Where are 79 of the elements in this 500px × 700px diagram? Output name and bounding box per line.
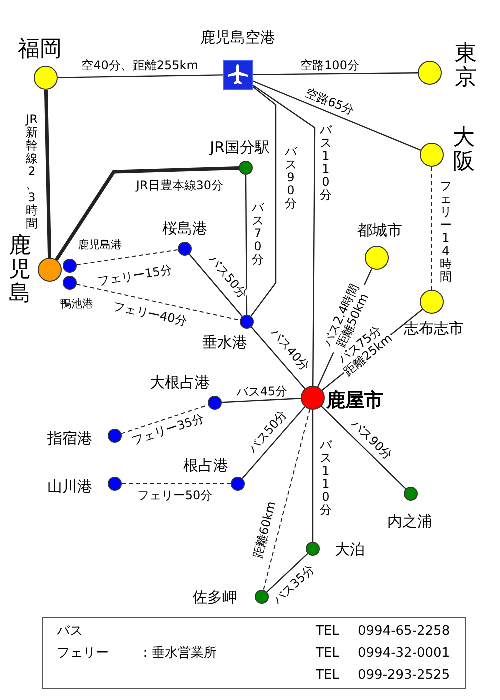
place-label: 志布志市 bbox=[404, 322, 464, 336]
route-line bbox=[252, 80, 422, 151]
route-line bbox=[245, 175, 248, 315]
place-label: 大阪 bbox=[452, 126, 476, 174]
place-dot bbox=[38, 258, 62, 282]
place-label: 桜島港 bbox=[162, 222, 208, 236]
place-dot bbox=[301, 386, 325, 410]
place-label: 都城市 bbox=[358, 224, 402, 238]
place-dot bbox=[34, 66, 58, 90]
table-text: 0994-32-0001 bbox=[358, 646, 450, 662]
route-line bbox=[266, 553, 308, 593]
table-text: TEL bbox=[316, 624, 340, 640]
place-dot bbox=[231, 477, 245, 491]
edge-label: バス70分 bbox=[250, 202, 266, 266]
place-dot bbox=[255, 590, 269, 604]
edge-label: フェリー50分 bbox=[136, 490, 214, 502]
edge-label: バス110分 bbox=[318, 439, 334, 517]
edge-label: JR新幹線2、3時間 bbox=[24, 114, 40, 230]
place-label: 鹿屋市 bbox=[326, 392, 384, 410]
place-label: 内之浦 bbox=[388, 514, 432, 530]
place-dot bbox=[418, 61, 442, 85]
rail-line bbox=[44, 90, 52, 258]
table-text: 0994-65-2258 bbox=[358, 624, 450, 640]
edge-label: JR日豊本線30分 bbox=[135, 180, 225, 192]
place-dot bbox=[108, 477, 122, 491]
edge-label: フェリー15分 bbox=[96, 264, 174, 288]
place-dot bbox=[420, 290, 444, 314]
place-dot bbox=[63, 276, 77, 290]
table-text: 099-293-2525 bbox=[358, 668, 450, 684]
place-dot bbox=[239, 161, 253, 175]
place-dot bbox=[208, 396, 222, 410]
edge-label: バス90分 bbox=[283, 146, 299, 210]
edge-label: バス45分 bbox=[235, 385, 289, 399]
place-label: 鹿児島港 bbox=[78, 240, 122, 250]
edge-label: フェリー14時間 bbox=[438, 180, 454, 284]
route-line bbox=[189, 254, 243, 318]
edge-label: 空40分、距離255km bbox=[80, 60, 200, 72]
rail-line bbox=[55, 166, 240, 261]
route-line bbox=[242, 406, 306, 480]
route-line bbox=[312, 410, 314, 542]
dashed-route-line bbox=[263, 409, 310, 591]
table-text: TEL bbox=[316, 646, 340, 662]
route-line bbox=[253, 72, 418, 76]
place-label: 根占港 bbox=[184, 458, 228, 474]
place-label: 大泊 bbox=[335, 542, 365, 558]
place-label: 東京 bbox=[454, 42, 478, 90]
place-dot bbox=[365, 246, 389, 270]
place-dot bbox=[420, 143, 444, 167]
place-dot bbox=[240, 315, 254, 329]
place-dot bbox=[306, 542, 320, 556]
place-label: 大根占港 bbox=[150, 376, 210, 390]
route-line bbox=[58, 74, 223, 78]
place-label: 指宿港 bbox=[48, 432, 92, 446]
table-text: フェリー bbox=[57, 646, 109, 662]
table-text: TEL bbox=[316, 668, 340, 684]
dashed-route-line bbox=[76, 284, 241, 321]
place-dot bbox=[178, 242, 192, 256]
place-label: 鹿児島空港 bbox=[200, 30, 276, 46]
table-text: バス bbox=[57, 624, 83, 640]
route-line bbox=[250, 86, 277, 317]
place-label: 福岡 bbox=[18, 39, 62, 61]
place-dot bbox=[404, 487, 418, 501]
route-line bbox=[321, 406, 406, 490]
edge-label: バス110分 bbox=[318, 124, 334, 202]
place-label: 垂水港 bbox=[202, 336, 248, 350]
table-text: ：垂水営業所 bbox=[139, 646, 217, 662]
place-label: 山川港 bbox=[48, 480, 92, 494]
place-dot bbox=[108, 429, 122, 443]
place-label: 佐多岬 bbox=[192, 590, 238, 606]
place-label: 鴨池港 bbox=[60, 298, 94, 310]
place-label: 鹿児島 bbox=[8, 234, 32, 306]
route-line bbox=[222, 398, 302, 404]
place-dot bbox=[63, 259, 77, 273]
place-label: JR国分駅 bbox=[210, 140, 270, 156]
route-line bbox=[251, 326, 306, 390]
airport-icon bbox=[223, 60, 253, 90]
dashed-route-line bbox=[76, 250, 179, 266]
route-line bbox=[252, 84, 316, 386]
edge-label: 空路100分 bbox=[300, 60, 360, 72]
